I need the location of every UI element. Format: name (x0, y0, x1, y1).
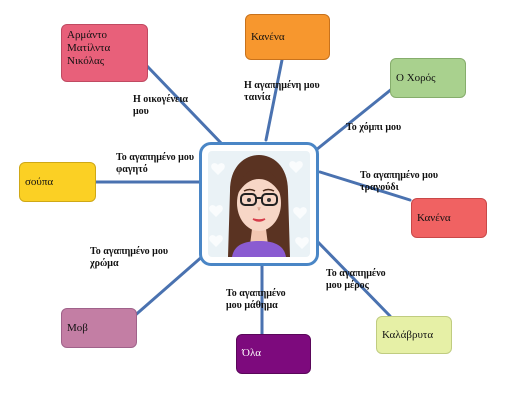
answer-food: σούπα (25, 176, 54, 188)
connector-place (314, 238, 392, 318)
connector-family (145, 64, 224, 146)
label-hobby: Το χόμπι μου (346, 122, 402, 133)
connector-color (130, 246, 214, 320)
connector-movie (264, 58, 284, 142)
answer-box-movie: Κανένα (245, 14, 330, 60)
answer-box-subject: Όλα (236, 334, 311, 374)
answer-box-hobby: Ο Χορός (390, 58, 466, 98)
answer-box-family: Αρμάντο Ματίλντα Νικόλας (61, 24, 148, 82)
answer-family: Αρμάντο Ματίλντα Νικόλας (67, 29, 111, 67)
avatar-frame (199, 142, 319, 266)
label-food: Το αγαπημένο μου φαγητό (116, 152, 195, 175)
answer-color: Μοβ (67, 322, 88, 334)
answer-box-food: σούπα (19, 162, 96, 202)
label-color: Το αγαπημένο μου χρώμα (90, 246, 169, 269)
label-place: Το αγαπημένο μου μέρος (326, 268, 386, 291)
label-subject: Το αγαπημένο μου μάθημα (226, 288, 286, 311)
label-movie: Η αγαπημένη μου ταινία (244, 80, 320, 103)
answer-box-song: Κανένα (411, 198, 487, 238)
connector-song (318, 170, 412, 202)
answer-hobby: Ο Χορός (396, 72, 436, 84)
answer-movie: Κανένα (251, 31, 285, 43)
answer-subject: Όλα (242, 347, 262, 359)
answer-box-place: Καλάβρυτα (376, 316, 452, 354)
connector-hobby (314, 82, 400, 152)
answer-box-color: Μοβ (61, 308, 137, 348)
answer-place: Καλάβρυτα (382, 329, 434, 341)
avatar-background (208, 151, 310, 257)
girl-with-glasses-avatar-icon (209, 155, 309, 257)
label-song: Το αγαπημένο μου τραγούδι (360, 170, 439, 193)
answer-song: Κανένα (417, 212, 451, 224)
label-family: Η οικογένεια μου (133, 94, 189, 117)
